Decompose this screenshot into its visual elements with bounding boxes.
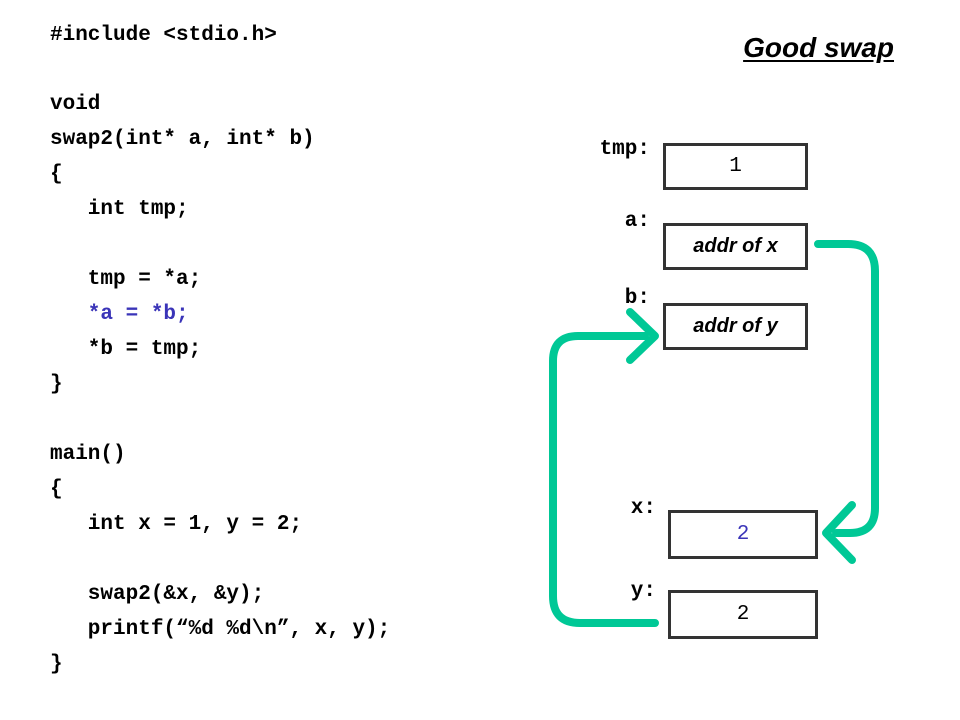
code-line: }	[50, 373, 63, 396]
code-line: printf(“%d %d\n”, x, y);	[50, 618, 391, 641]
mem-box-b: addr of y	[663, 303, 808, 350]
var-label-a: a:	[624, 210, 650, 233]
code-line: void	[50, 93, 101, 116]
mem-value-x: 2	[736, 523, 750, 546]
mem-value-tmp: 1	[729, 155, 742, 178]
code-line: int tmp;	[50, 198, 189, 221]
mem-box-a: addr of x	[663, 223, 808, 270]
mem-box-y: 2	[668, 590, 818, 639]
code-line: #include <stdio.h>	[50, 24, 277, 47]
var-label-y: y:	[630, 580, 656, 603]
code-line: swap2(&x, &y);	[50, 583, 265, 606]
mem-box-tmp: 1	[663, 143, 808, 190]
code-line: *b = tmp;	[50, 338, 202, 361]
mem-value-b: addr of y	[693, 315, 778, 337]
var-label-b: b:	[624, 287, 650, 310]
code-line: swap2(int* a, int* b)	[50, 128, 315, 151]
code-line: tmp = *a;	[50, 268, 202, 291]
code-line: main()	[50, 443, 126, 466]
var-label-x: x:	[630, 497, 656, 520]
mem-box-x: 2	[668, 510, 818, 559]
code-line: }	[50, 653, 63, 676]
code-line: {	[50, 478, 63, 501]
mem-value-y: 2	[736, 603, 750, 626]
pointer-arrow-a-to-x	[814, 240, 879, 537]
arrowhead-x	[822, 501, 856, 564]
var-label-tmp: tmp:	[599, 138, 650, 161]
arrowhead-b	[626, 308, 659, 364]
mem-value-a: addr of x	[693, 235, 778, 257]
code-line: {	[50, 163, 63, 186]
code-line: int x = 1, y = 2;	[50, 513, 303, 536]
diagram-title: Good swap	[743, 32, 894, 63]
code-line: *a = *b;	[50, 303, 189, 326]
